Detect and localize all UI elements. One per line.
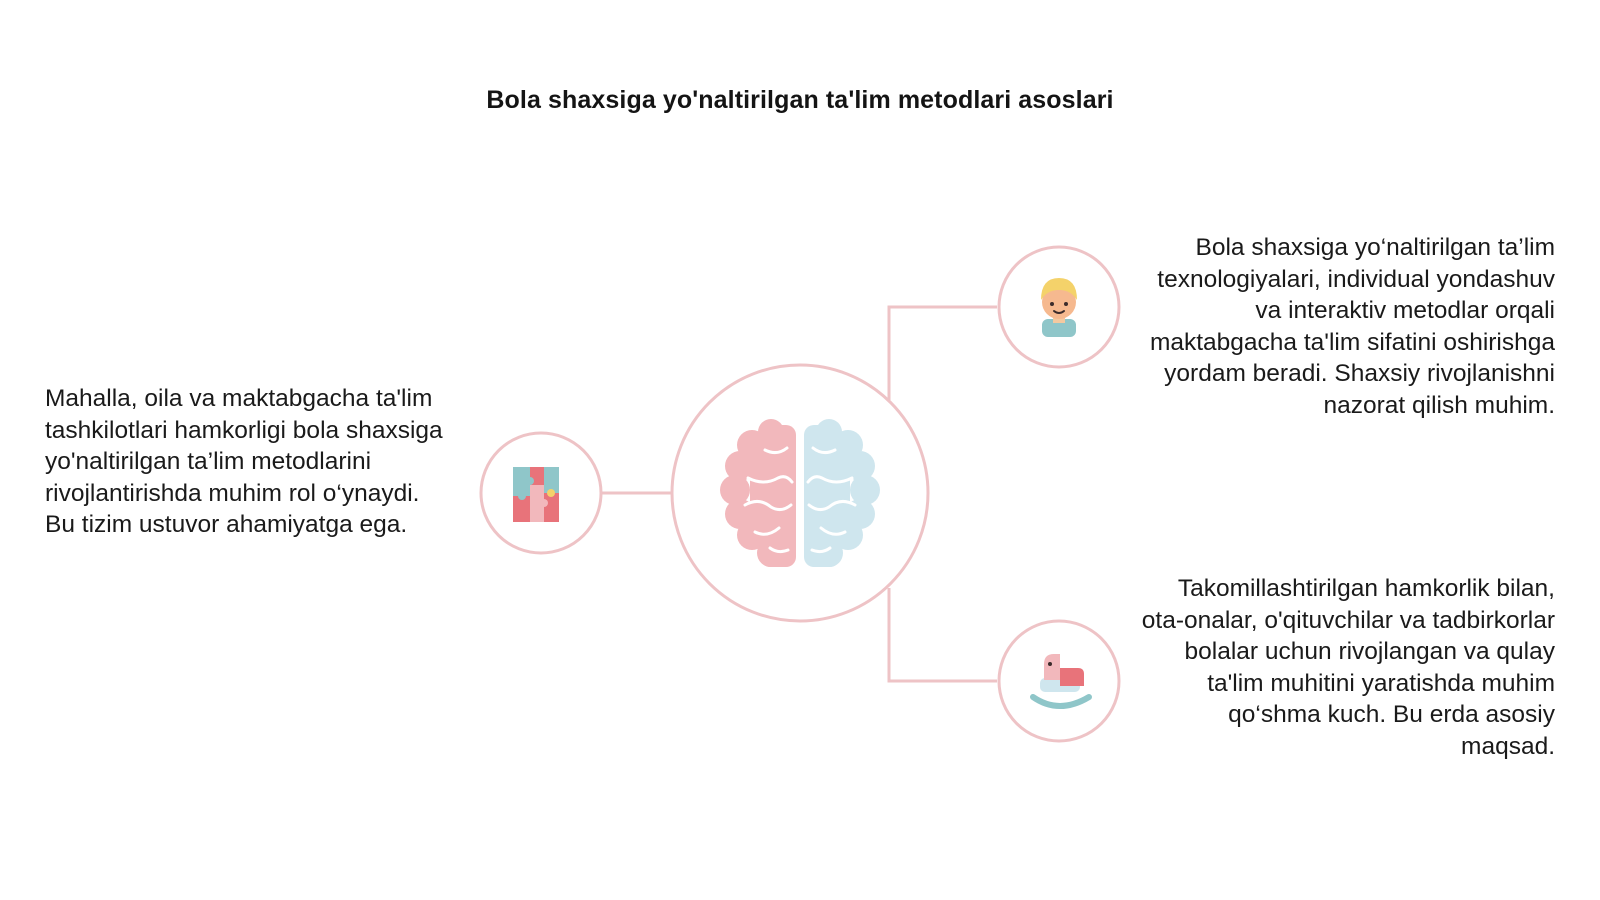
left-node-paragraph: Mahalla, oila va maktabgacha ta'lim tash… [45,385,443,538]
puzzle-icon [513,467,559,522]
right-bottom-node [997,619,1121,743]
child-face-icon [1041,278,1077,337]
page-title: Bola shaxsiga yo'naltirilgan ta'lim meto… [486,86,1114,114]
connectors [601,305,997,683]
connector-right-top [887,305,997,400]
center-node [670,363,930,623]
right-bottom-node-paragraph: Takomillashtirilgan hamkorlik bilan, ota… [1141,575,1555,760]
right-top-node [997,245,1121,369]
left-node [479,431,603,555]
right-top-node-text: Bola shaxsiga yo‘naltirilgan ta’lim texn… [1140,232,1555,421]
rocking-horse-icon [1030,654,1092,709]
right-top-node-paragraph: Bola shaxsiga yo‘naltirilgan ta’lim texn… [1149,234,1555,419]
brain-icon [720,419,880,567]
right-bottom-node-text: Takomillashtirilgan hamkorlik bilan, ota… [1140,573,1555,762]
left-node-text: Mahalla, oila va maktabgacha ta'lim tash… [45,383,455,541]
connector-right-bottom [887,588,997,683]
center-ring [670,363,930,623]
